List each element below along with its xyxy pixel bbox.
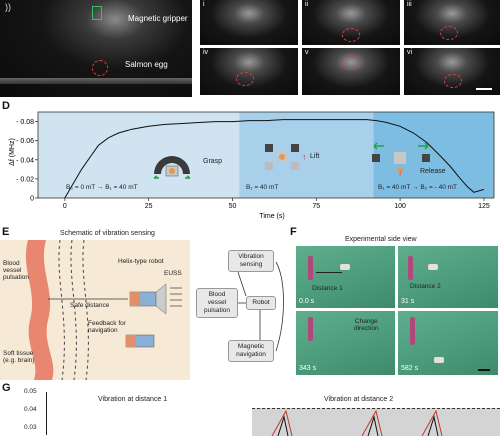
field-label-release: B₁ = 40 mT → B₂ = - 40 mT (378, 184, 458, 191)
photo-3: 343 s (296, 311, 395, 375)
thumb-ii: ii (302, 0, 400, 45)
euss-label: EUSS (164, 270, 182, 277)
x-tick-label-4: 100 (394, 203, 406, 210)
panel-d-chart: 0 25 50 75 100 125 0 - 0.02 - 0.04 - 0.06 - 0.08 Δ… (9, 111, 495, 220)
thumb-v: v (302, 48, 400, 95)
change-direction-label: Change direction (354, 318, 379, 332)
safe-distance-label: Safe distance (70, 302, 110, 309)
lift-arrow-icon: ↑ (302, 152, 307, 162)
x-axis-label: Time (s) (259, 213, 284, 220)
magnetic-navigation-box: Magnetic navigation (228, 340, 274, 362)
phase-region-2 (373, 112, 494, 198)
y-axis-label: Δf (MHz) (9, 138, 16, 166)
field-label-grasp: B₀ = 0 mT → B₁ = 40 mT (66, 184, 138, 191)
panel-g-ytick-2: 0.03 (24, 424, 37, 431)
scale-bar (476, 88, 492, 90)
gripper-label: Magnetic gripper (128, 14, 188, 23)
x-tick-label-2: 50 (229, 203, 237, 210)
phase-region-0 (38, 112, 240, 198)
panel-f-letter: F (290, 226, 297, 238)
ultrasound-main-image: )) Magnetic gripper Salmon egg (0, 0, 192, 97)
egg-label: Salmon egg (125, 60, 168, 69)
panel-g-right-area (252, 408, 500, 437)
panel-g-ytick-1: 0.04 (24, 406, 37, 413)
lift-icon (263, 140, 303, 176)
helix-robot-label: Helix-type robot (118, 258, 164, 265)
vibration-sensing-box: Vibration sensing (228, 250, 274, 272)
distance-2-label: Distance 2 (410, 283, 441, 290)
phase-release-label: Release (420, 168, 446, 175)
blood-vessel-label: Blood vessel pulsation (3, 260, 30, 281)
panel-g-left-title: Vibration at distance 1 (98, 396, 168, 403)
series-line (64, 119, 485, 199)
phase-grasp-label: Grasp (203, 158, 223, 165)
egg-marker (92, 60, 108, 76)
flow-arrows (237, 261, 284, 352)
phase-lift-label: Lift (310, 153, 320, 160)
blood-vessel-pulsation-box: Blood vessel pulsation (196, 288, 238, 318)
wireless-signal-icon: )) (5, 2, 11, 12)
photo-1: 0.0 s (296, 246, 395, 308)
x-tick-label-1: 25 (145, 203, 153, 210)
x-tick-label-3: 75 (312, 203, 320, 210)
grasp-magnet-icon (150, 138, 194, 182)
panel-e-title: Schematic of vibration sensing (60, 230, 155, 237)
feedback-label: Feedback for navigation (88, 320, 126, 334)
ultrasound-floor (0, 78, 192, 84)
distance-1-label: Distance 1 (312, 285, 343, 292)
schematic-background (0, 239, 190, 381)
panel-g-ytick-0: 0.05 (24, 388, 37, 395)
phase-region-1 (239, 112, 374, 198)
y-tick-label-0: 0 (30, 196, 34, 203)
field-label-lift: B₁ = 40 mT (246, 184, 279, 191)
release-arrow-icon: ↓ (398, 168, 402, 177)
y-tick-label-3: - 0.06 (16, 138, 34, 145)
photo-4: 582 s (398, 311, 498, 375)
thumb-vi: vi (404, 48, 500, 95)
thumb-iii: iii (404, 0, 500, 45)
plot-frame (37, 111, 495, 199)
x-tick-label-0: 0 (63, 203, 67, 210)
panel-f-title: Experimental side view (345, 236, 417, 243)
gripper-marker (92, 6, 102, 20)
panel-e-letter: E (2, 226, 10, 238)
panel-g-right-title: Vibration at distance 2 (324, 396, 394, 403)
panel-d-letter: D (2, 100, 10, 112)
x-tick-label-5: 125 (478, 203, 490, 210)
soft-tissue-label: Soft tissue (e.g. brain) (3, 350, 35, 364)
y-tick-label-4: - 0.08 (16, 119, 34, 126)
photo-2: 31 s (398, 246, 498, 308)
y-tick-label-2: - 0.04 (16, 157, 34, 164)
robot-box: Robot (246, 296, 276, 310)
y-tick-label-1: - 0.02 (16, 176, 34, 183)
panel-g-axis (46, 392, 47, 435)
release-icon (370, 140, 432, 180)
thumb-i: i (200, 0, 298, 45)
panel-g-letter: G (2, 382, 11, 394)
thumb-iv: iv (200, 48, 298, 95)
